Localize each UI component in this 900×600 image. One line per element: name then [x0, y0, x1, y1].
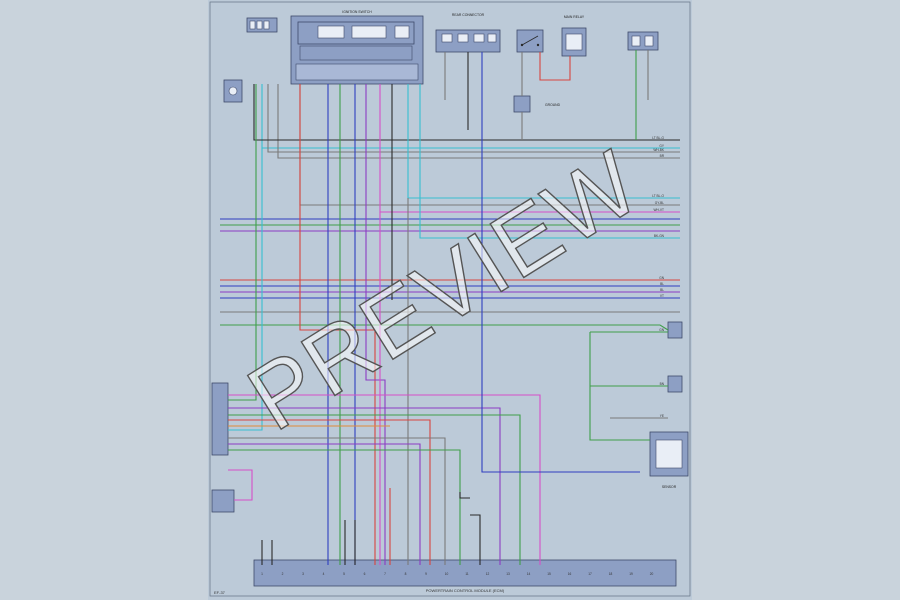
wire-color-label: BL [660, 282, 664, 286]
left-sensor [223, 79, 243, 103]
violet-wire [228, 407, 501, 565]
green-wire [589, 332, 650, 441]
main-relay: MAIN RELAY [561, 15, 587, 57]
ecm-label: POWERTRAIN CONTROL MODULE (ECM) [426, 588, 505, 593]
rear-connector: REAR CONNECTOR [435, 13, 501, 53]
ecm-pin-label: 8 [405, 572, 407, 576]
pink-wire [228, 469, 253, 501]
ecm-pin-label: 4 [323, 572, 325, 576]
right-sensor-label: SENSOR [662, 485, 677, 489]
left-multipin-connector [211, 382, 229, 456]
gray-wire [228, 437, 446, 565]
ecm-pin-label: 5 [343, 572, 345, 576]
ecm-pin-label: 3 [302, 572, 304, 576]
red-wire [539, 52, 571, 81]
wire-color-label: GN [659, 328, 664, 332]
right-sensor: SENSOR [649, 431, 689, 489]
wire-color-label: BR [660, 154, 665, 158]
wire-color-label: YE [660, 414, 664, 418]
gray-wire [277, 84, 680, 159]
ignition-switch: IGNITION SWITCH [290, 10, 424, 85]
wires-layer [220, 50, 680, 565]
ecm-pin-label: 20 [650, 572, 654, 576]
sheet-border [209, 1, 691, 597]
ecm-pin-label: 12 [486, 572, 490, 576]
ecm-pin-label: 2 [282, 572, 284, 576]
ecm-pin-label: 11 [465, 572, 469, 576]
ecm-pin-label: 19 [629, 572, 633, 576]
right-connector-b [667, 375, 683, 393]
black-wire [253, 84, 680, 141]
ecm-pin-label: 7 [384, 572, 386, 576]
wire-color-label: WH-VT [654, 208, 664, 212]
wire-color-label: LT BL-O [652, 194, 664, 198]
wire-color-label: GN [659, 276, 664, 280]
red-wire [299, 84, 376, 565]
right-connector-a [667, 321, 683, 339]
ecm-pin-label: 17 [588, 572, 592, 576]
violet-wire [365, 84, 386, 565]
wire-color-label: WH-BK [653, 148, 664, 152]
wire-color-label: BK-GN [654, 234, 665, 238]
wire-color-label: BL [660, 288, 664, 292]
ground-label: GROUND [545, 103, 561, 107]
top-right-connector [627, 31, 659, 51]
rear-connector-label: REAR CONNECTOR [452, 13, 485, 17]
ignition-switch-label: IGNITION SWITCH [342, 10, 372, 14]
top-left-connector [246, 17, 278, 33]
black-wire [459, 492, 470, 499]
gray-wire [267, 84, 680, 153]
bottom-left-component [211, 489, 235, 513]
wire-color-label: GY [659, 144, 664, 148]
switch-component [516, 29, 544, 53]
main-relay-label: MAIN RELAY [564, 15, 585, 19]
ecm-pin-label: 15 [547, 572, 551, 576]
black-wire [470, 514, 481, 565]
wire-color-label: VT [660, 294, 664, 298]
green-wire [228, 84, 257, 401]
green-wire [220, 324, 669, 331]
lightblue-wire [419, 84, 680, 239]
ecm-pin-label: 13 [506, 572, 510, 576]
wire-color-label: GY-BL [655, 201, 664, 205]
red-wire [228, 419, 431, 565]
wire-color-label: BN [660, 382, 665, 386]
ecm-pin-label: 14 [527, 572, 531, 576]
ecm-pin-label: 1 [261, 572, 263, 576]
green-wire [228, 414, 521, 565]
ecm-module: POWERTRAIN CONTROL MODULE (ECM) [253, 559, 677, 593]
page-code: EF-37 [214, 590, 226, 595]
violet-wire [228, 443, 421, 565]
ecm-pin-label: 18 [609, 572, 613, 576]
ecm-pin-label: 6 [364, 572, 366, 576]
ecm-pin-label: 10 [445, 572, 449, 576]
ecm-pin-label: 16 [568, 572, 572, 576]
diagram-sheet [208, 0, 692, 600]
lightblue-wire [228, 148, 263, 431]
blue-wire [481, 52, 640, 473]
green-wire [228, 449, 461, 565]
ecm-pin-label: 9 [425, 572, 427, 576]
wire-color-label: LT BL-G [652, 136, 664, 140]
pink-wire [228, 394, 541, 565]
